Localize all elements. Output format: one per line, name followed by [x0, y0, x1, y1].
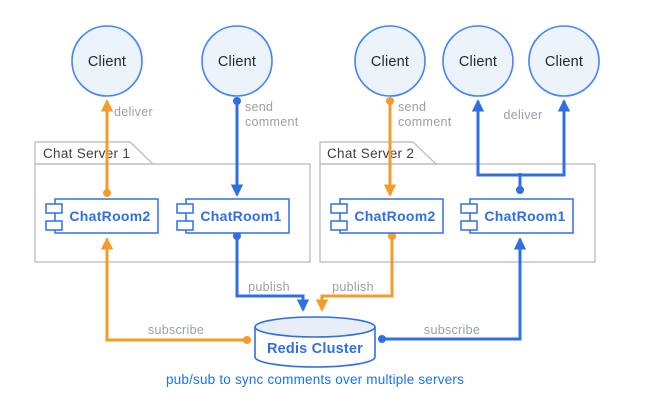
- edge-s2-subscribe: subscribe: [378, 237, 527, 343]
- component-port-icon: [330, 203, 348, 214]
- edge-label-deliver: deliver: [504, 108, 543, 122]
- client-label: Client: [218, 54, 256, 70]
- edge-label-publish: publish: [248, 280, 290, 294]
- edge-start-dot: [378, 335, 386, 343]
- component-label: ChatRoom2: [354, 208, 435, 224]
- datastore-redis-cluster: Redis Cluster: [254, 316, 376, 368]
- client-label: Client: [545, 54, 583, 70]
- edge-start-dot: [388, 232, 396, 240]
- edge-label-send: send: [398, 100, 426, 114]
- package-title: Chat Server 2: [327, 146, 414, 161]
- component-port-icon: [176, 203, 194, 214]
- component-port-icon: [45, 220, 63, 231]
- component-label: ChatRoom2: [69, 208, 150, 224]
- edge-s1-subscribe: subscribe: [100, 237, 251, 344]
- client-label: Client: [88, 54, 126, 70]
- edge-s1-publish: publish: [233, 232, 310, 312]
- edge-label-comment: comment: [245, 115, 299, 129]
- client-node-3: Client: [354, 25, 426, 97]
- edge-s2-send-comment: send comment: [383, 97, 452, 197]
- component-port-icon: [330, 220, 348, 231]
- edge-label-send: send: [245, 100, 273, 114]
- edge-s2-deliver: deliver: [471, 99, 571, 194]
- client-label: Client: [371, 54, 409, 70]
- component-port-icon: [460, 220, 478, 231]
- component-s1-chatroom2: ChatRoom2: [45, 198, 159, 234]
- edge-start-dot: [516, 186, 524, 194]
- component-label: ChatRoom1: [484, 208, 565, 224]
- edge-start-dot: [103, 189, 111, 197]
- package-tab: [319, 141, 438, 165]
- edge-start-dot: [233, 232, 241, 240]
- edge-start-dot: [233, 97, 241, 105]
- client-label: Client: [459, 54, 497, 70]
- component-s2-chatroom2: ChatRoom2: [330, 198, 444, 234]
- datastore-label: Redis Cluster: [267, 341, 363, 357]
- client-node-2: Client: [201, 25, 273, 97]
- client-node-1: Client: [71, 25, 143, 97]
- package-title: Chat Server 1: [43, 146, 130, 161]
- component-port-icon: [460, 203, 478, 214]
- component-port-icon: [176, 220, 194, 231]
- cylinder-top: [254, 316, 376, 338]
- edge-start-dot: [386, 97, 394, 105]
- edge-s2-publish: publish: [315, 232, 396, 312]
- package-tab: [34, 141, 155, 165]
- cylinder-body: [254, 327, 376, 368]
- edge-label-subscribe: subscribe: [424, 323, 480, 337]
- edge-start-dot: [243, 336, 251, 344]
- edge-s1-send-comment: send comment: [230, 97, 299, 197]
- client-node-4: Client: [442, 25, 514, 97]
- component-label: ChatRoom1: [200, 208, 281, 224]
- edge-label-subscribe: subscribe: [148, 323, 204, 337]
- edge-label-publish: publish: [332, 280, 374, 294]
- edge-label-comment: comment: [398, 115, 452, 129]
- component-s2-chatroom1: ChatRoom1: [460, 198, 574, 234]
- client-node-5: Client: [528, 25, 600, 97]
- edge-s1-deliver: deliver: [100, 99, 153, 197]
- diagram-caption: pub/sub to sync comments over multiple s…: [166, 372, 464, 387]
- component-port-icon: [45, 203, 63, 214]
- edge-label-deliver: deliver: [114, 105, 153, 119]
- component-s1-chatroom1: ChatRoom1: [176, 198, 290, 234]
